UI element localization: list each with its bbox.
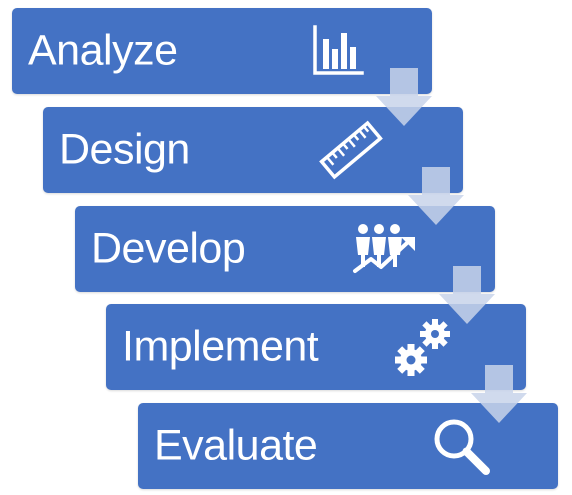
- step-design: Design: [43, 107, 463, 193]
- step-evaluate: Evaluate: [138, 403, 558, 489]
- step-label-analyze: Analyze: [28, 26, 178, 75]
- step-implement: Implement: [106, 304, 526, 390]
- step-label-evaluate: Evaluate: [154, 421, 318, 470]
- ruler-icon: [315, 114, 387, 186]
- down-arrow-icon: [408, 167, 464, 225]
- down-arrow-icon: [439, 266, 495, 324]
- step-label-implement: Implement: [122, 322, 319, 371]
- step-label-develop: Develop: [91, 224, 246, 273]
- step-develop: Develop: [75, 206, 495, 292]
- bar-chart-icon: [310, 23, 366, 79]
- step-label-design: Design: [59, 125, 190, 174]
- team-growth-icon: [351, 219, 421, 279]
- gears-icon: [391, 314, 457, 380]
- down-arrow-icon: [471, 365, 527, 423]
- step-analyze: Analyze: [12, 8, 432, 94]
- magnifier-icon: [428, 413, 494, 479]
- down-arrow-icon: [376, 68, 432, 126]
